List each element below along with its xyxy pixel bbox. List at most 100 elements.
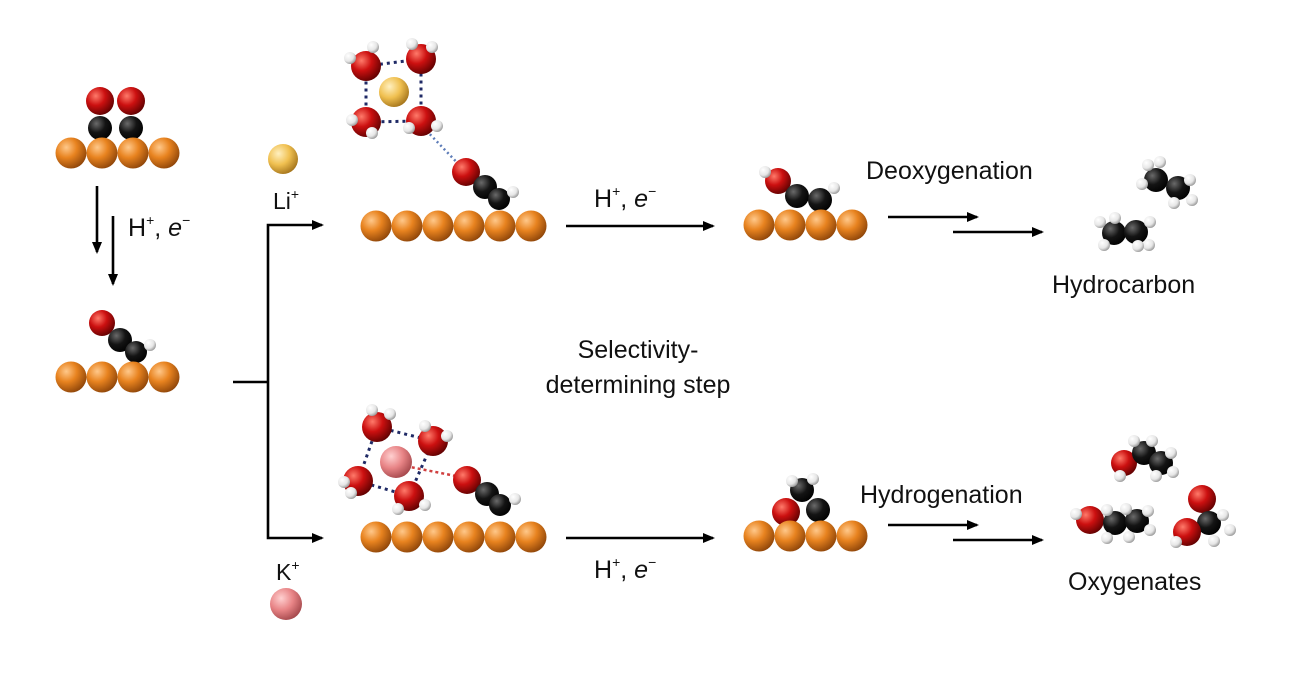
hydrogen-atom [828,182,840,194]
hydrogen-atom [1123,531,1135,543]
hydrogen-bond-top [422,126,468,174]
oxygen-atom [351,51,381,81]
li-ion [268,144,298,174]
carbon-atom [1103,511,1127,535]
oxygenate-product-3 [1170,485,1236,548]
oxygen-atom [1188,485,1216,513]
li-hydrated-cluster [344,38,443,139]
oxygenate-product-2 [1070,503,1156,544]
hydrogen-atom [1136,178,1148,190]
copper-atom [453,210,485,242]
hydrogen-atom [1170,536,1182,548]
hydrogen-atom [1184,174,1196,186]
copper-atom [515,521,547,553]
hydrogen-atom [344,52,356,64]
coh-adsorbate-top [452,158,519,210]
copper-atom [515,210,547,242]
hydrocarbon-label: Hydrocarbon [1052,271,1195,299]
copper-atom [117,361,149,393]
branch-lower [266,382,324,543]
hydrogen-atom [144,339,156,351]
carbon-atom [806,498,830,522]
copper-atom [743,520,775,552]
selectivity-label-line2: determining step [546,371,731,399]
hydrogen-atom [403,122,415,134]
hydrogen-atom [759,166,771,178]
copper-surface-bottom-right [743,520,868,552]
hydrogen-atom [1098,239,1110,251]
branch-upper [266,220,324,382]
li-ion-label: Li+ [273,186,299,214]
hydrogen-atom [786,475,798,487]
selectivity-label-line1: Selectivity- [578,336,699,364]
copper-surface-initial [55,137,180,169]
hydrogen-atom [1144,524,1156,536]
potassium-cation [270,588,302,620]
copper-surface-bottom [360,521,547,553]
carbon-atom [1144,168,1168,192]
hydrogen-atom [1142,159,1154,171]
oxygen-atom [362,412,392,442]
copper-atom [117,137,149,169]
coh-adsorbate-bottom [453,466,521,516]
k-hydrated-cluster [338,404,453,515]
top-intermediate [759,166,840,212]
deoxygenation-label: Deoxygenation [866,157,1033,185]
hydrogen-atom [392,503,404,515]
copper-atom [148,361,180,393]
oxygen-atom [453,466,481,494]
k-hydration-shell [356,425,436,498]
copper-atom [453,521,485,553]
oxygen-atom [89,310,115,336]
carbon-atom [119,116,143,140]
hydrogen-atom [1208,535,1220,547]
hydrogen-atom [509,493,521,505]
oxygen-atom [765,168,791,194]
hydrogen-atom [1132,240,1144,252]
copper-atom [805,209,837,241]
hydrogen-atom [431,120,443,132]
bottom-step-label: H+, e− [594,554,656,584]
hydrogen-atom [1167,466,1179,478]
hydrogen-atom [1186,194,1198,206]
carbon-atom [1125,509,1149,533]
carbon-atom [125,341,147,363]
k-ion [270,588,302,620]
hydrogen-atom [1168,197,1180,209]
potassium-cation [380,446,412,478]
hydrocarbon-product-1 [1136,156,1198,209]
oxygen-atom [86,87,114,115]
oxygen-atom [418,426,448,456]
hydrogen-atom [1144,216,1156,228]
copper-atom [55,361,87,393]
top-step-label: H+, e− [594,183,656,213]
hydrogen-atom [367,41,379,53]
copper-atom [774,209,806,241]
hydrogen-atom [1120,503,1132,515]
oxygen-atom [772,498,800,526]
oxygenates-label: Oxygenates [1068,568,1201,596]
copper-atom [484,210,516,242]
oxygen-atom [452,158,480,186]
copper-atom [148,137,180,169]
lithium-cation [379,77,409,107]
hydrogen-atom [346,114,358,126]
hydrogen-atom [1217,509,1229,521]
hydrogen-atom [1070,508,1082,520]
hydrogen-atom [384,408,396,420]
hydrogen-atom [406,38,418,50]
carbon-atom [1166,176,1190,200]
hydrogen-atom [1143,239,1155,251]
hydrogen-atom [1142,505,1154,517]
hydrocarbon-product-2 [1094,212,1156,252]
hydrogen-atom [1114,470,1126,482]
carbon-atom [1124,220,1148,244]
hydrogen-atom [1109,212,1121,224]
adsorbed-co-pair [86,87,145,140]
copper-atom [805,520,837,552]
connectors [92,186,1044,545]
hydrogen-atom [366,127,378,139]
hydrogen-atom [345,487,357,499]
copper-surface-top [360,210,547,242]
